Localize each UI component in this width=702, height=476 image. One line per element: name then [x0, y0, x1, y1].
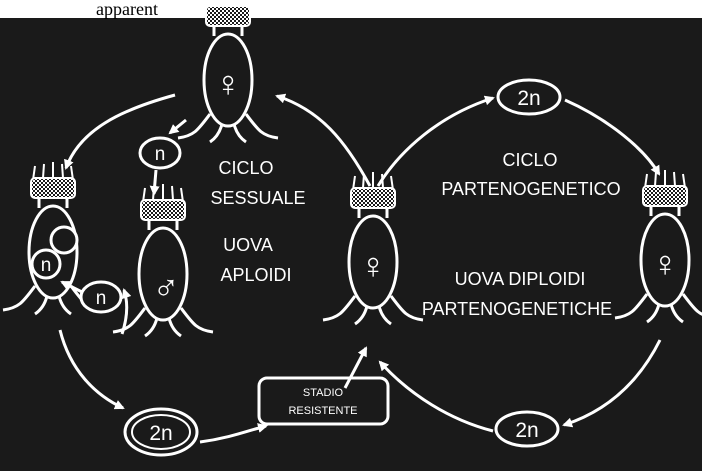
resting-egg-outer [123, 407, 199, 457]
arrow-icon [120, 288, 132, 335]
haploid-egg-bottom-label: n [96, 288, 107, 309]
arrow-icon [168, 118, 187, 135]
egg-inside-female-upper [49, 225, 79, 255]
header-text-fragment: apparent [96, 0, 158, 19]
arrow-icon [562, 339, 662, 428]
diploid-egg-bottom-label: 2n [515, 419, 538, 442]
haploid-eggs-label-line2: APLOIDI [220, 265, 291, 285]
arrow-icon [58, 329, 125, 410]
arrow-icon [275, 93, 372, 187]
male-symbol: ♂ [153, 267, 180, 308]
arrow-icon [60, 280, 83, 294]
arrow-icon [149, 169, 160, 196]
haploid-eggs-label-line1: UOVA [223, 235, 273, 255]
arrow-icon [376, 95, 495, 187]
haploid-egg-top-label: n [155, 144, 166, 165]
parthenogenetic-cycle-label-line2: PARTENOGENETICO [441, 179, 620, 199]
diploid-egg-top-label: 2n [517, 87, 540, 110]
diploid-egg-bottom [494, 410, 560, 448]
resistant-stage-line1: STADIO [303, 387, 344, 399]
diploid-eggs-label-line1: UOVA DIPLOIDI [455, 269, 586, 289]
sexual-cycle-label-line2: SESSUALE [210, 188, 305, 208]
sexual-cycle-label-line1: CICLO [218, 158, 273, 178]
egg-inside-female-label: n [41, 255, 52, 276]
parthenogenetic-cycle-label-line1: CICLO [502, 150, 557, 170]
arrow-icon [64, 93, 176, 170]
resting-egg-inner [131, 414, 191, 450]
female-symbol-center: ♀ [360, 245, 387, 286]
haploid-egg-bottom [79, 280, 123, 314]
arrow-icon [343, 346, 368, 389]
resistant-stage-line2: RESISTENTE [288, 405, 357, 417]
resting-egg-label: 2n [149, 422, 172, 445]
haploid-egg-top [138, 136, 182, 170]
arrow-icon [199, 423, 268, 444]
female-symbol-right: ♀ [652, 243, 679, 284]
resistant-stage-box [257, 376, 390, 426]
arrow-icon [378, 360, 494, 433]
egg-inside-female-lower [30, 248, 62, 280]
diploid-eggs-label-line2: PARTENOGENETICHE [422, 299, 612, 319]
female-symbol-top: ♀ [215, 63, 242, 104]
diploid-egg-top [496, 78, 562, 116]
arrow-icon [564, 98, 661, 176]
